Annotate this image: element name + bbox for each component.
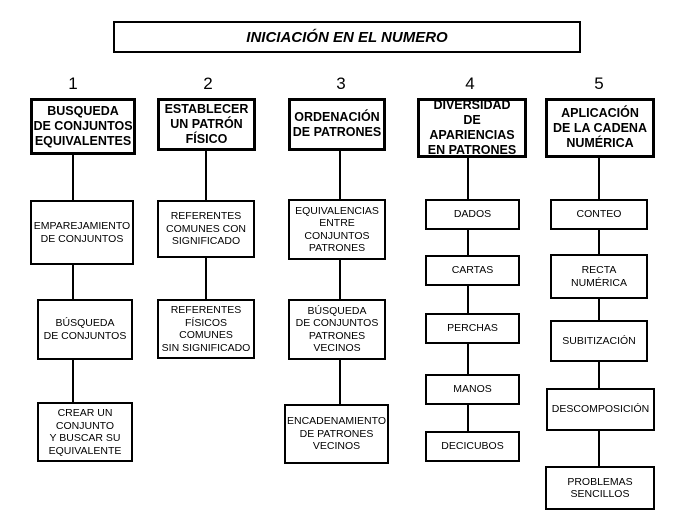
column-3-item: ENCADENAMIENTO DE PATRONES VECINOS [284, 404, 389, 464]
column-2-item: REFERENTES COMUNES CON SIGNIFICADO [157, 200, 255, 258]
column-2-header: ESTABLECER UN PATRÓN FÍSICO [157, 98, 256, 151]
column-4-item: DECICUBOS [425, 431, 520, 462]
diagram-title: INICIACIÓN EN EL NUMERO [113, 21, 581, 53]
column-4-number: 4 [465, 74, 475, 93]
column-3-item: EQUIVALENCIAS ENTRE CONJUNTOS PATRONES [288, 199, 386, 260]
column-1-item: CREAR UN CONJUNTO Y BUSCAR SU EQUIVALENT… [37, 402, 133, 462]
column-5-item: PROBLEMAS SENCILLOS [545, 466, 655, 510]
column-5-item: CONTEO [550, 199, 648, 230]
column-4-item: MANOS [425, 374, 520, 405]
column-2-number: 2 [203, 74, 213, 93]
column-5-item: RECTA NUMÉRICA [550, 254, 648, 299]
column-3-number: 3 [336, 74, 346, 93]
column-4-item: DADOS [425, 199, 520, 230]
column-2-item: REFERENTES FÍSICOS COMUNES SIN SIGNIFICA… [157, 299, 255, 359]
connector-line [598, 158, 600, 466]
connector-line [339, 151, 341, 406]
column-5-item: DESCOMPOSICIÓN [546, 388, 655, 431]
column-3-header: ORDENACIÓN DE PATRONES [288, 98, 386, 151]
column-4-item: PERCHAS [425, 313, 520, 344]
column-5-number: 5 [594, 74, 604, 93]
connector-line [467, 158, 469, 434]
column-4-header: DIVERSIDAD DE APARIENCIAS EN PATRONES [417, 98, 527, 158]
column-1-item: EMPAREJAMIENTO DE CONJUNTOS [30, 200, 134, 265]
column-4-item: CARTAS [425, 255, 520, 286]
column-1-header: BUSQUEDA DE CONJUNTOS EQUIVALENTES [30, 98, 136, 155]
connector-line [72, 155, 74, 403]
column-1-item: BÚSQUEDA DE CONJUNTOS [37, 299, 133, 360]
column-3-item: BÚSQUEDA DE CONJUNTOS PATRONES VECINOS [288, 299, 386, 360]
column-5-header: APLICACIÓN DE LA CADENA NUMÉRICA [545, 98, 655, 158]
column-5-item: SUBITIZACIÓN [550, 320, 648, 362]
column-1-number: 1 [68, 74, 78, 93]
